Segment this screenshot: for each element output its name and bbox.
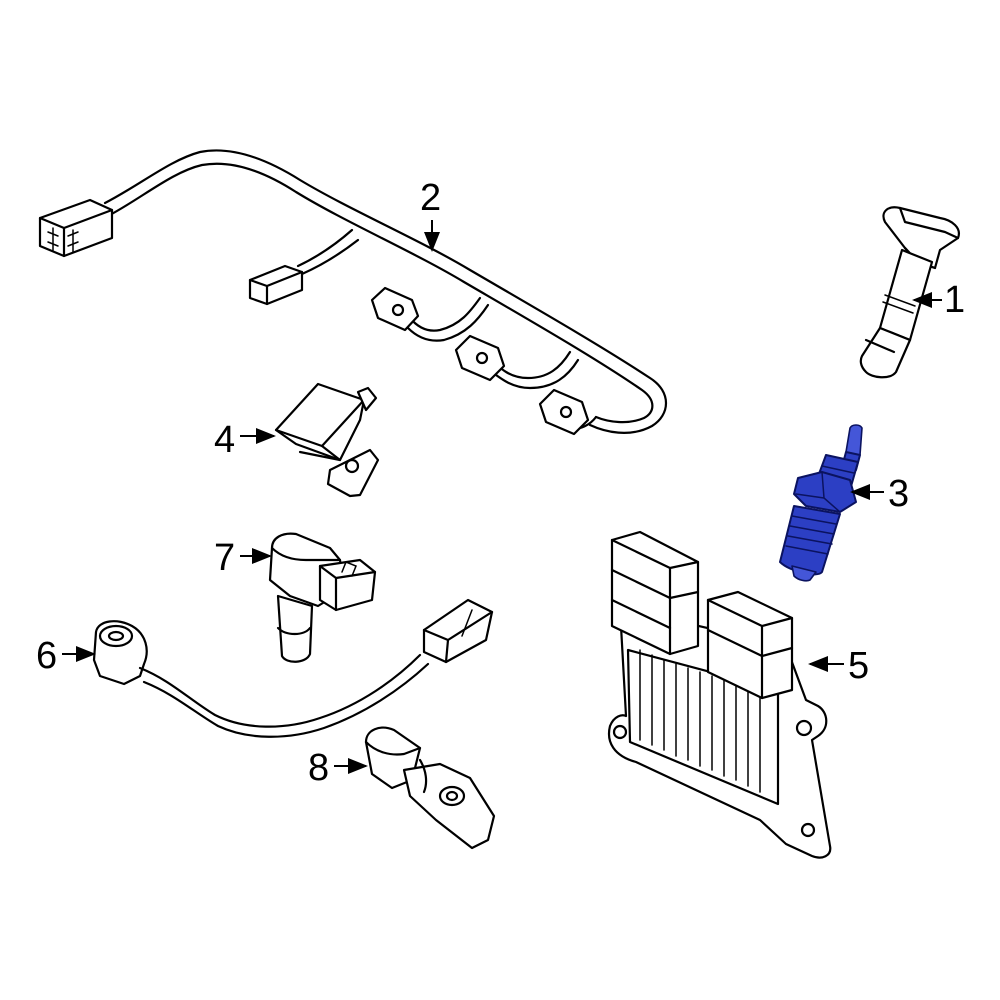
ignition-coil[interactable] (859, 206, 960, 379)
callout-8: 8 (308, 747, 368, 789)
callout-3: 3 (850, 473, 909, 515)
ignition-module[interactable] (274, 382, 380, 498)
callout-label-2: 2 (420, 177, 441, 219)
callout-1: 1 (912, 279, 965, 321)
callout-label-7: 7 (214, 537, 235, 579)
knock-sensor[interactable] (92, 598, 494, 738)
callout-label-3: 3 (888, 473, 909, 515)
harness-coil-connector-2 (454, 334, 506, 382)
wiring-harness[interactable] (38, 149, 667, 436)
harness-coil-connector-1 (370, 286, 420, 332)
harness-coil-connector-3 (538, 388, 590, 436)
callout-label-8: 8 (308, 747, 329, 789)
knock-sensor-connector (422, 598, 494, 664)
crankshaft-position-sensor[interactable] (364, 726, 496, 850)
camshaft-position-sensor[interactable] (268, 532, 377, 663)
callout-4: 4 (214, 419, 276, 461)
callout-5: 5 (808, 645, 869, 687)
harness-main-connector (38, 198, 114, 258)
engine-control-module[interactable] (607, 530, 832, 859)
harness-small-connector (248, 264, 304, 306)
callout-label-6: 6 (36, 635, 57, 677)
callout-7: 7 (214, 537, 272, 579)
callout-label-5: 5 (848, 645, 869, 687)
callout-2: 2 (420, 177, 441, 252)
callout-label-4: 4 (214, 419, 235, 461)
spark-plug[interactable] (779, 424, 863, 582)
callout-6: 6 (36, 635, 96, 677)
callout-label-1: 1 (944, 279, 965, 321)
